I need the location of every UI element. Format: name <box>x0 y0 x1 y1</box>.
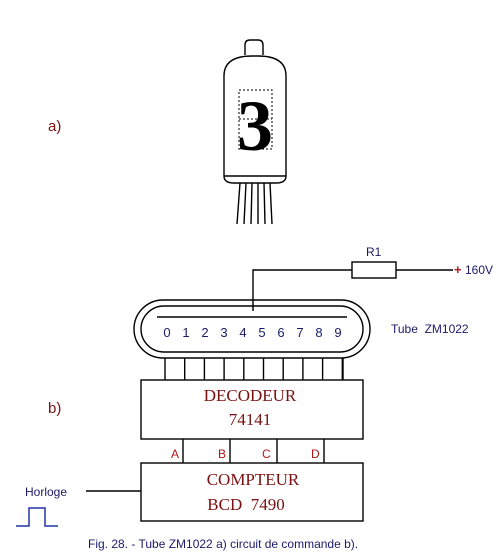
decoder-part-number: 74141 <box>229 410 272 429</box>
bcd-input-label: B <box>218 447 226 461</box>
nixie-tube-drawing: 3 <box>223 39 287 225</box>
clock-pulse-icon <box>16 507 58 527</box>
figure-caption: Fig. 28. - Tube ZM1022 a) circuit de com… <box>88 537 358 551</box>
tube-digit-label: 7 <box>296 325 303 340</box>
decoder-block: DECODEUR 74141 <box>140 379 364 440</box>
tube-digit-label: 3 <box>220 325 227 340</box>
tube-digit-label: 8 <box>315 325 322 340</box>
tube-digit-label: 0 <box>163 325 170 340</box>
tube-digit-label: 1 <box>182 325 189 340</box>
bcd-input-label: C <box>262 447 271 461</box>
clock-label: Horloge <box>25 485 67 499</box>
bcd-input-label: A <box>171 447 179 461</box>
tube-digit-label: 6 <box>277 325 284 340</box>
tube-digit-label: 4 <box>239 325 246 340</box>
decoder-title: DECODEUR <box>204 386 297 405</box>
tube-digit-label: 2 <box>201 325 208 340</box>
counter-part-number: BCD 7490 <box>207 495 284 514</box>
counter-block: COMPTEUR BCD 7490 <box>140 462 364 522</box>
supply-plus-sign: + <box>454 262 462 277</box>
tube-digit-label: 5 <box>258 325 265 340</box>
tube-label: Tube ZM1022 <box>391 322 469 336</box>
tube-digit-label: 9 <box>334 325 341 340</box>
bcd-input-label: D <box>311 447 320 461</box>
part-b-label: b) <box>48 400 61 417</box>
part-a-label: a) <box>48 118 61 135</box>
anode-supply: R1 + 160V <box>252 245 493 311</box>
supply-voltage-label: 160V <box>465 263 493 277</box>
resistor-label: R1 <box>366 245 382 259</box>
counter-title: COMPTEUR <box>207 470 300 489</box>
clock-input: Horloge <box>16 485 141 527</box>
tube-digit-glyph: 3 <box>237 86 273 166</box>
resistor-r1 <box>351 261 397 279</box>
